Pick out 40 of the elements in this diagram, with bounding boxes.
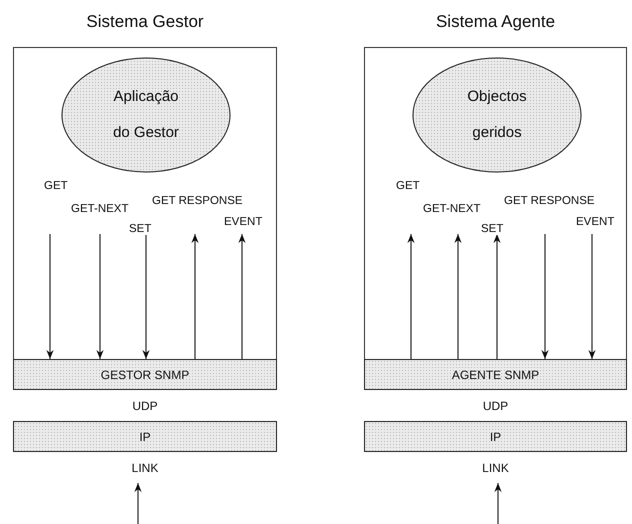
layer-label: UDP <box>482 398 508 412</box>
arrow <box>493 234 501 360</box>
layer-label: GESTOR SNMP <box>100 368 190 382</box>
layer-label: AGENTE SNMP <box>452 368 540 382</box>
edge-label: EVENT <box>223 216 264 228</box>
layer-band <box>13 359 277 390</box>
arrow <box>134 482 142 524</box>
edge-label: GET RESPONSE <box>151 195 244 207</box>
edge-label: GET RESPONSE <box>503 195 596 207</box>
edge-label: SET <box>128 223 152 235</box>
arrow <box>96 234 104 360</box>
system-title: Sistema Agente <box>434 12 556 32</box>
arrow <box>407 234 415 360</box>
arrow <box>191 234 199 360</box>
system-title: Sistema Gestor <box>85 12 205 32</box>
layer-label: LINK <box>482 460 509 474</box>
layer-band <box>364 359 627 390</box>
edge-label: GET-NEXT <box>422 203 482 215</box>
arrow <box>238 234 246 360</box>
arrow <box>494 482 502 524</box>
arrow <box>142 234 150 360</box>
arrow <box>541 234 549 360</box>
ellipse-label: Aplicação do Gestor <box>112 87 180 143</box>
ellipse-label: Objectos geridos <box>466 87 528 143</box>
layer-label: LINK <box>132 460 158 474</box>
edge-label: GET <box>43 180 69 192</box>
layer-label: IP <box>139 430 151 444</box>
arrow <box>454 234 462 360</box>
ellipse-node <box>61 57 231 173</box>
edge-label: EVENT <box>575 216 616 228</box>
arrow <box>46 234 54 360</box>
edge-label: SET <box>480 223 504 235</box>
edge-label: GET <box>395 180 421 192</box>
layer-band <box>13 421 277 452</box>
layer-label: UDP <box>132 398 158 412</box>
layer-label: IP <box>490 430 502 444</box>
layer-band <box>364 421 627 452</box>
ellipse-node <box>412 57 582 173</box>
edge-label: GET-NEXT <box>70 203 130 215</box>
arrow <box>588 234 596 360</box>
